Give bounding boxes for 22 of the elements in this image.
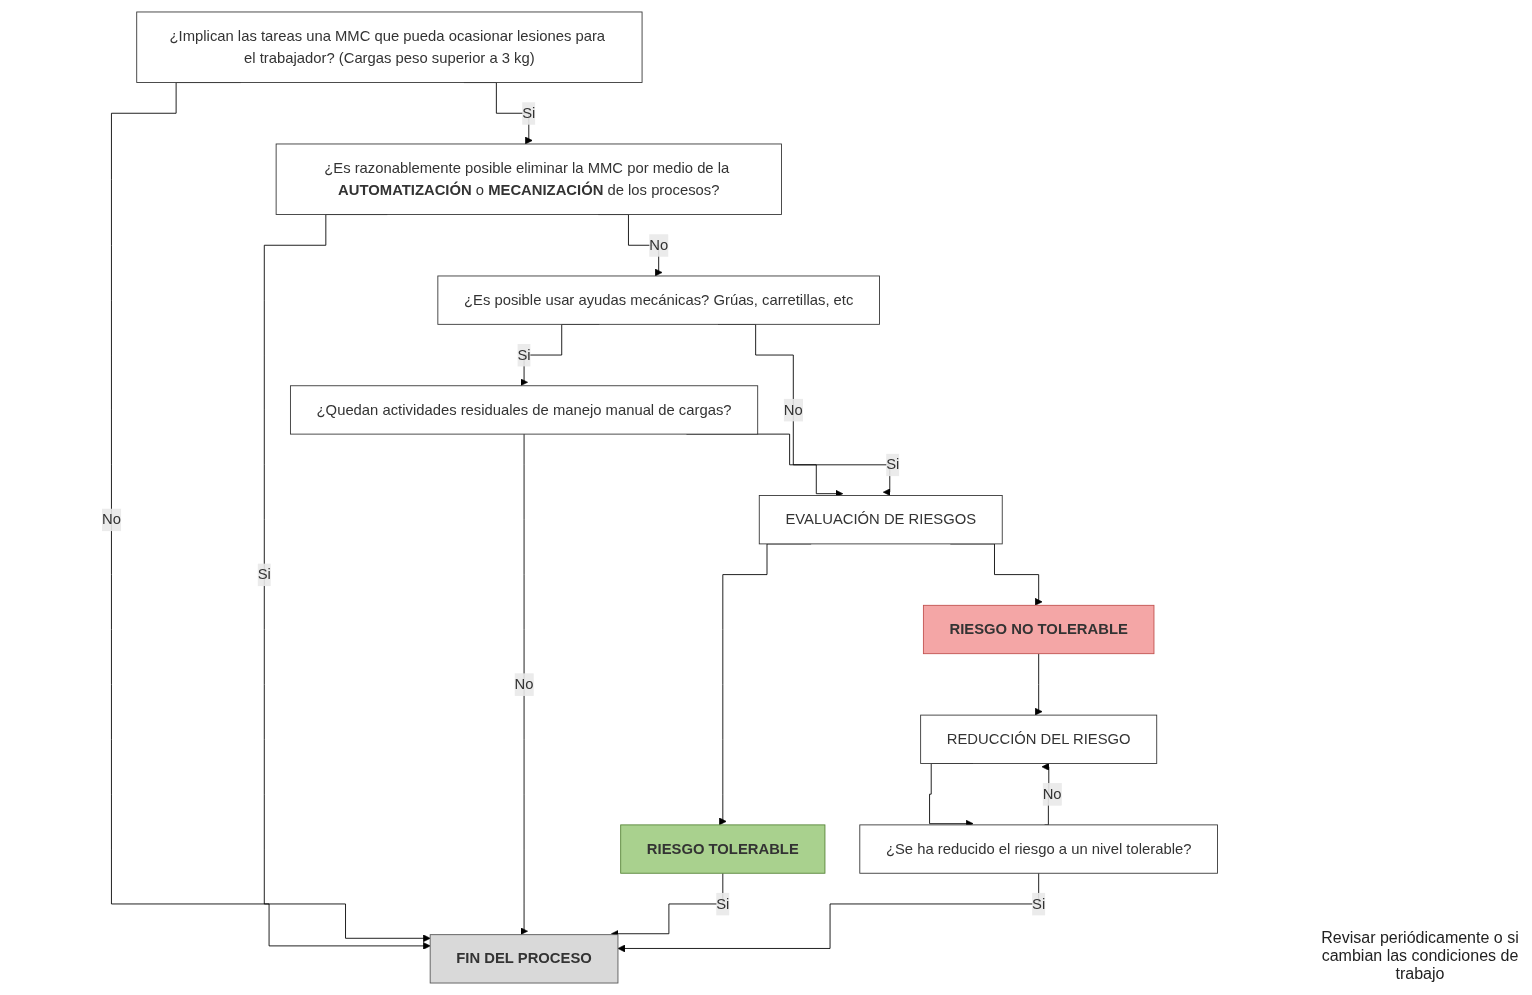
node-box: RIESGO TOLERABLE <box>620 824 826 874</box>
note-text: Revisar periódicamente o si cambian las condiciones de trabajo <box>1320 929 1520 983</box>
edge-label: Si <box>257 566 272 583</box>
edge-label: Si <box>886 456 900 473</box>
node-box: RIESGO NO TOLERABLE <box>923 604 1155 655</box>
node-box: FIN DEL PROCESO <box>429 934 619 984</box>
edge-label: No <box>514 675 534 693</box>
edge-label: No <box>1042 785 1062 803</box>
node-box: ¿Es posible usar ayudas mecánicas? Grúas, carretillas, etc <box>437 275 881 325</box>
node-box: REDUCCIÓN DEL RIESGO <box>920 714 1158 764</box>
edge-label: Si <box>522 104 536 122</box>
edge-label: No <box>649 236 669 254</box>
edge-label: Si <box>716 895 730 913</box>
node-box: ¿Quedan actividades residuales de manejo manual de cargas? <box>290 385 759 435</box>
node-box: ¿Implican las tareas una MMC que pueda ocasionar lesiones para el trabajador? (Cargas peso superior a 3 kg) <box>136 11 643 83</box>
node-box: ¿Se ha reducido el riesgo a un nivel tolerable? <box>859 824 1219 874</box>
edge-label: No <box>784 401 804 418</box>
edge-label: Si <box>1032 895 1046 913</box>
edge-label: No <box>102 511 122 528</box>
node-box: ¿Es razonablemente posible eliminar la MMC por medio de la AUTOMATIZACIÓN o MECANIZACIÓN de los procesos? <box>275 143 783 215</box>
node-box: EVALUACIÓN DE RIESGOS <box>759 495 1003 545</box>
edge-label: Si <box>517 346 531 364</box>
